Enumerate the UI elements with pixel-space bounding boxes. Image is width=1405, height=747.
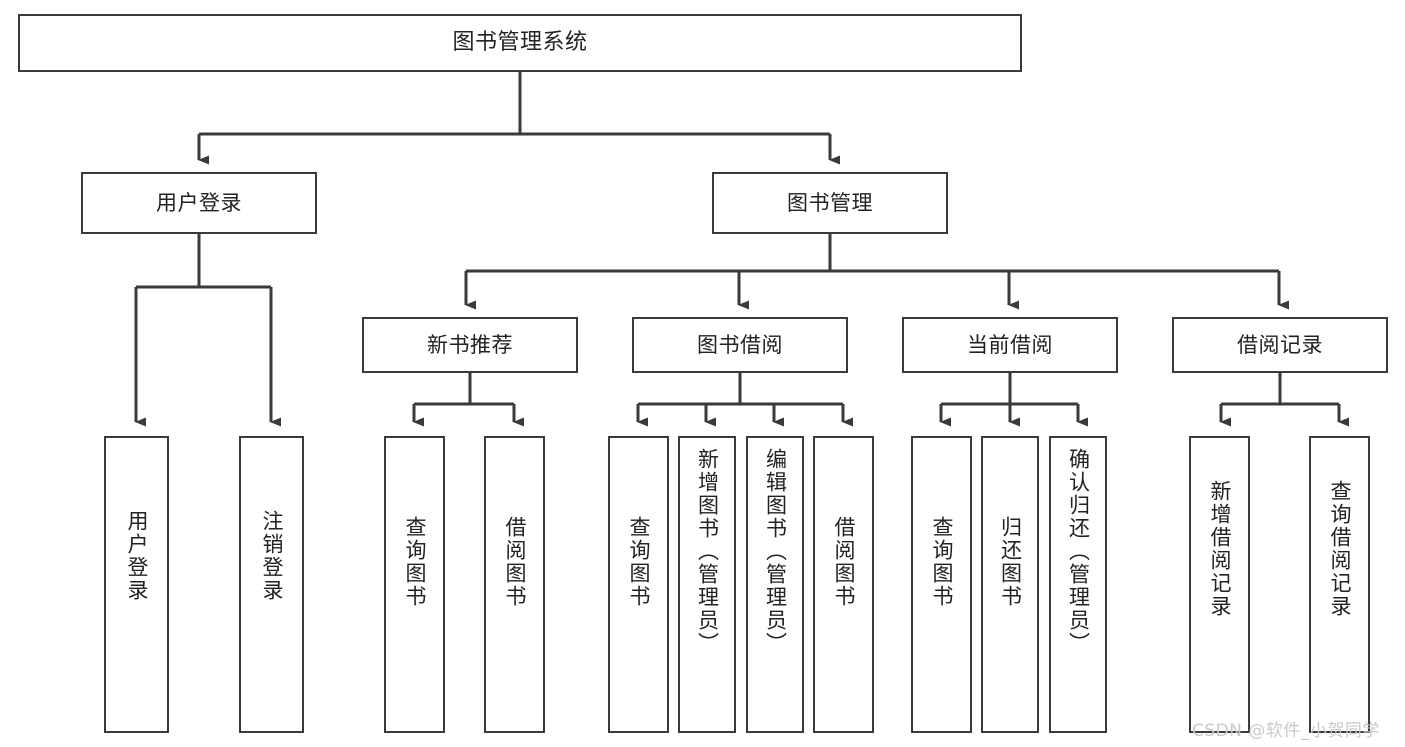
- node-book-manage[interactable]: 图书管理: [712, 172, 948, 234]
- node-label: 图书管理: [787, 190, 873, 215]
- node-label: 用户登录: [125, 510, 149, 602]
- node-label: 新增图书（管理员）: [695, 448, 720, 655]
- node-label: 编辑图书（管理员）: [763, 448, 788, 655]
- node-borrow-record[interactable]: 借阅记录: [1172, 317, 1388, 373]
- leaf-query-book-1[interactable]: 查询图书: [384, 436, 445, 733]
- node-user-login[interactable]: 用户登录: [81, 172, 317, 234]
- node-label: 归还图书: [998, 516, 1023, 608]
- node-label: 新增借阅记录: [1208, 480, 1232, 618]
- leaf-query-book-3[interactable]: 查询图书: [911, 436, 972, 733]
- node-label: 借阅图书: [832, 516, 856, 608]
- node-label: 查询借阅记录: [1328, 480, 1352, 618]
- node-root-system[interactable]: 图书管理系统: [18, 14, 1022, 72]
- leaf-query-book-2[interactable]: 查询图书: [608, 436, 669, 733]
- csdn-watermark: CSDN @软件_小贺同学: [1192, 721, 1380, 741]
- node-label: 查询图书: [403, 516, 427, 608]
- leaf-confirm-return[interactable]: 确认归还（管理员）: [1049, 436, 1107, 733]
- node-label: 确认归还（管理员）: [1066, 448, 1091, 655]
- leaf-add-record[interactable]: 新增借阅记录: [1189, 436, 1250, 733]
- node-label: 查询图书: [930, 516, 954, 608]
- leaf-borrow-book-2[interactable]: 借阅图书: [813, 436, 874, 733]
- node-label: 查询图书: [627, 516, 651, 608]
- node-label: 当前借阅: [967, 332, 1053, 357]
- node-label: 图书管理系统: [452, 30, 588, 56]
- node-label: 新书推荐: [427, 332, 513, 357]
- node-new-book-recommend[interactable]: 新书推荐: [362, 317, 578, 373]
- leaf-add-book[interactable]: 新增图书（管理员）: [678, 436, 736, 733]
- node-book-borrow[interactable]: 图书借阅: [632, 317, 848, 373]
- node-label: 用户登录: [156, 190, 242, 215]
- node-label: 借阅记录: [1237, 332, 1323, 357]
- leaf-return-book[interactable]: 归还图书: [981, 436, 1039, 733]
- leaf-logout-login[interactable]: 注销登录: [239, 436, 304, 733]
- leaf-user-login[interactable]: 用户登录: [104, 436, 169, 733]
- node-label: 图书借阅: [697, 332, 783, 357]
- leaf-edit-book[interactable]: 编辑图书（管理员）: [746, 436, 804, 733]
- node-label: 借阅图书: [503, 516, 527, 608]
- node-current-borrow[interactable]: 当前借阅: [902, 317, 1118, 373]
- node-label: 注销登录: [260, 510, 284, 602]
- leaf-borrow-book-1[interactable]: 借阅图书: [484, 436, 545, 733]
- leaf-query-record[interactable]: 查询借阅记录: [1309, 436, 1370, 733]
